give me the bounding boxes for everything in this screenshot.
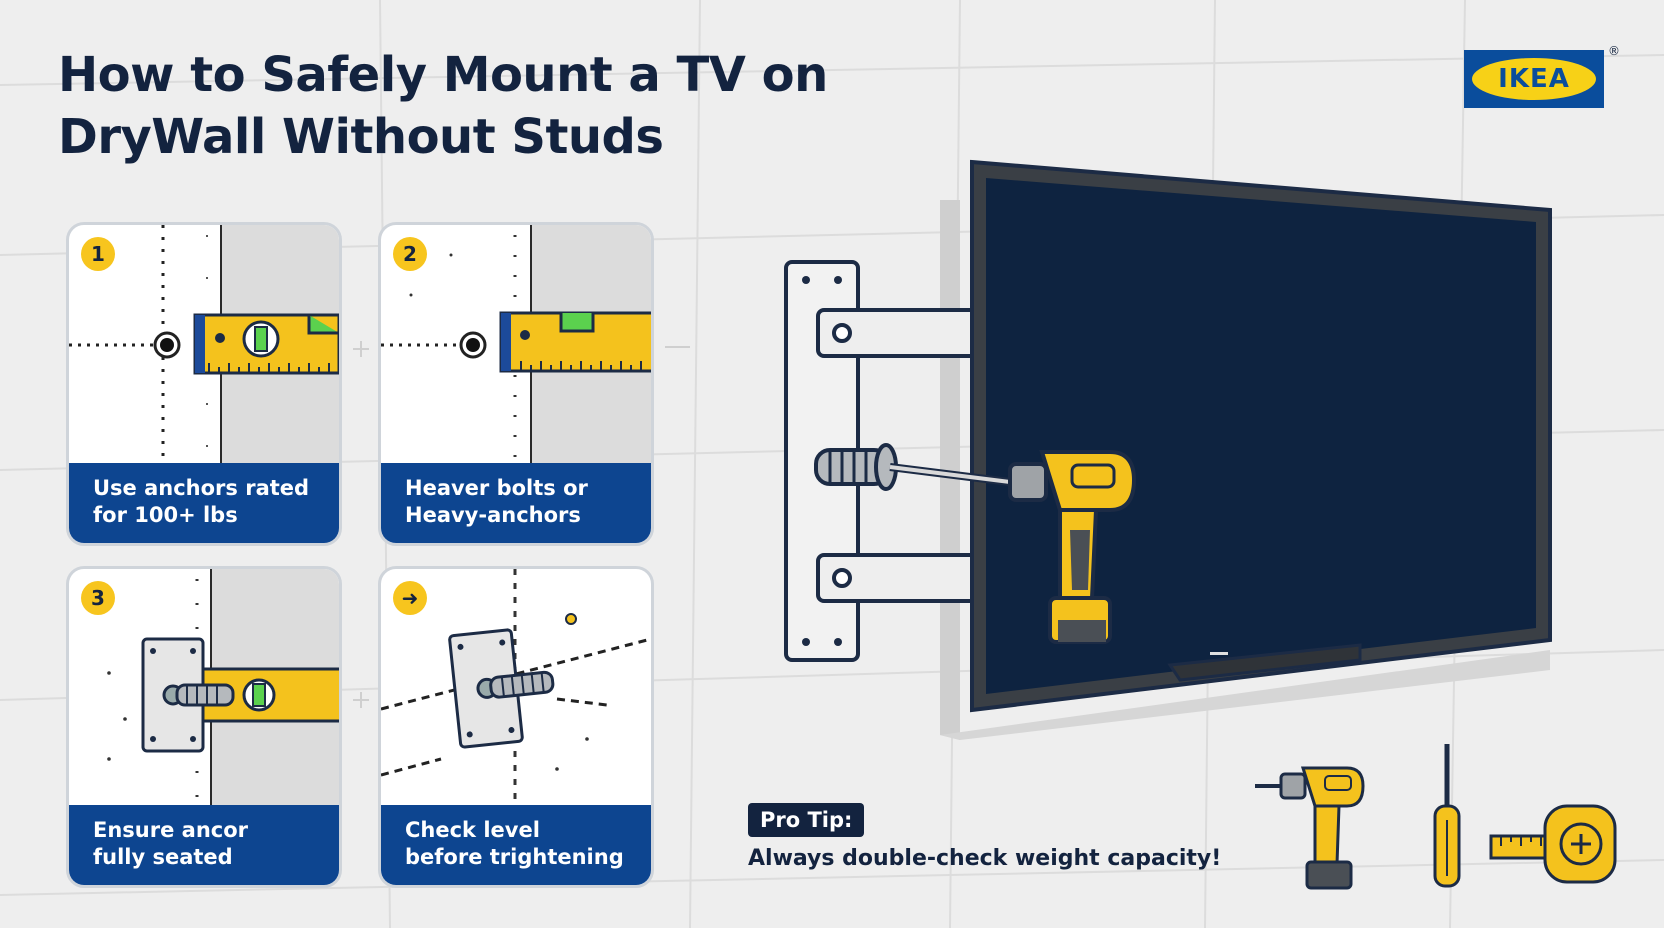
step-4-illustration (381, 569, 651, 809)
logo-oval: IKEA (1472, 58, 1596, 100)
page-title: How to Safely Mount a TV on DryWall With… (58, 44, 828, 168)
wall-bracket-icon (448, 628, 555, 749)
step-caption-1: Use anchors rated for 100+ lbs (69, 463, 339, 543)
step-caption-3: Ensure ancor fully seated (69, 805, 339, 885)
registered-mark: ® (1608, 44, 1620, 58)
pro-tip-text: Always double-check weight capacity! (748, 846, 1222, 871)
tv-icon (970, 159, 1552, 713)
step-badge-4: ➜ (393, 581, 427, 615)
tv-mount-scene (784, 159, 1552, 740)
step-3-caption-line-1: Ensure ancor (93, 818, 249, 842)
step-2-caption-line-1: Heaver bolts or (405, 476, 588, 500)
title-line-1: How to Safely Mount a TV on (58, 47, 828, 103)
ikea-logo: IKEA (1464, 50, 1604, 108)
step-card-1: 1 Use anchors rated for 100+ lbs (66, 222, 342, 546)
pro-tip-label: Pro Tip: (748, 803, 865, 837)
level-icon (193, 313, 339, 375)
drill-icon (889, 450, 1137, 644)
step-3-caption-line-2: fully seated (93, 845, 233, 869)
tools-group (1255, 744, 1617, 890)
step-4-caption-line-1: Check level (405, 818, 540, 842)
step-card-4: ➜ Check level before trightening (378, 566, 654, 888)
step-1-caption-line-2: for 100+ lbs (93, 503, 238, 527)
screwdriver-icon (1433, 744, 1461, 888)
wall-bracket-icon (784, 260, 980, 662)
step-card-3: 3 Ensure ancor fully seated (66, 566, 342, 888)
step-1-caption-line-1: Use anchors rated (93, 476, 310, 500)
step-card-2: 2 Heaver bolts or Heavy-anchors (378, 222, 654, 546)
step-badge-1: 1 (81, 237, 115, 271)
wall-bracket-icon (141, 637, 235, 753)
step-2-caption-line-2: Heavy-anchors (405, 503, 581, 527)
tape-measure-icon (1489, 804, 1617, 884)
step-caption-4: Check level before trightening (381, 805, 651, 885)
drill-icon (1255, 766, 1365, 890)
level-icon (499, 311, 651, 373)
step-badge-3: 3 (81, 581, 115, 615)
title-line-2: DryWall Without Studs (58, 109, 664, 165)
step-caption-2: Heaver bolts or Heavy-anchors (381, 463, 651, 543)
step-badge-2: 2 (393, 237, 427, 271)
step-4-caption-line-2: before trightening (405, 845, 624, 869)
